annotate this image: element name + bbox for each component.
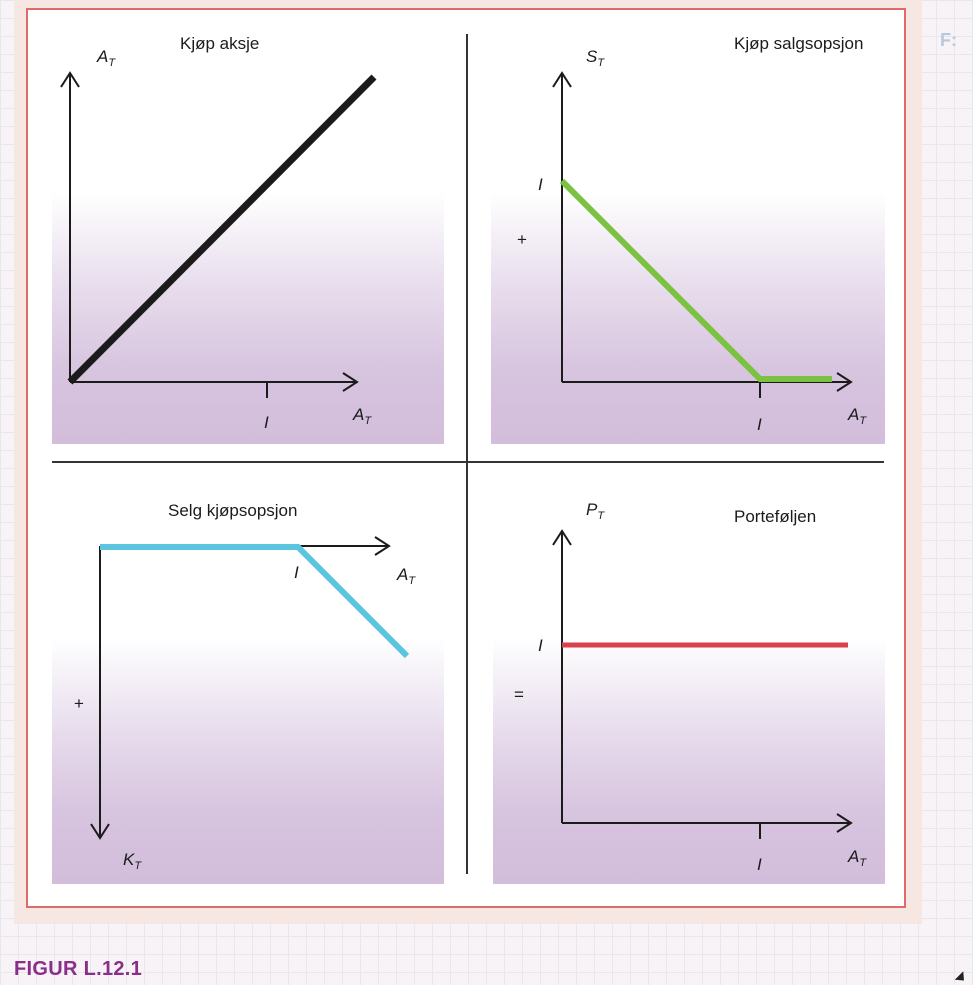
y-axis [90,546,110,840]
panel-buy-stock-bg [52,38,444,444]
equals-operator: = [514,685,524,704]
y-tick-label: I [538,175,543,194]
panel-title: Kjøp salgsopsjon [734,34,863,53]
panel-buy-put: Kjøp salgsopsjon ST AT I I + [517,34,867,434]
x-tick-label: I [294,563,299,582]
figure-label: FIGUR L.12.1 [14,958,143,980]
x-axis-label: AT [352,405,372,427]
x-tick-label: I [757,855,762,874]
y-axis [60,71,80,382]
y-axis-label: PT [586,500,605,522]
y-axis [552,71,572,382]
panel-portfolio: Porteføljen PT AT I I = [514,500,867,874]
y-axis-label: KT [123,850,142,872]
y-tick-label: I [538,636,543,655]
panel-title: Porteføljen [734,507,816,526]
panel-portfolio-bg [493,486,885,884]
x-tick-label: I [264,413,269,432]
panel-title: Kjøp aksje [180,34,259,53]
y-axis-label: ST [586,47,605,69]
x-axis [70,372,359,392]
x-tick-label: I [757,415,762,434]
put-payoff-line [559,178,832,382]
y-axis-label: AT [96,47,116,69]
panel-sell-call: Selg kjøpsopsjon KT AT I + [74,501,416,872]
stock-payoff-line [67,74,377,385]
y-axis [552,529,572,823]
plus-operator: + [74,694,84,713]
x-axis [562,813,853,833]
x-axis-label: AT [847,405,867,427]
panel-title: Selg kjøpsopsjon [168,501,297,520]
panel-buy-stock: Kjøp aksje AT AT I [60,34,377,432]
call-payoff-line [100,544,410,659]
x-axis-label: AT [847,847,867,869]
page-corner-text: F: [940,30,957,50]
x-axis-label: AT [396,565,416,587]
plus-operator: + [517,230,527,249]
